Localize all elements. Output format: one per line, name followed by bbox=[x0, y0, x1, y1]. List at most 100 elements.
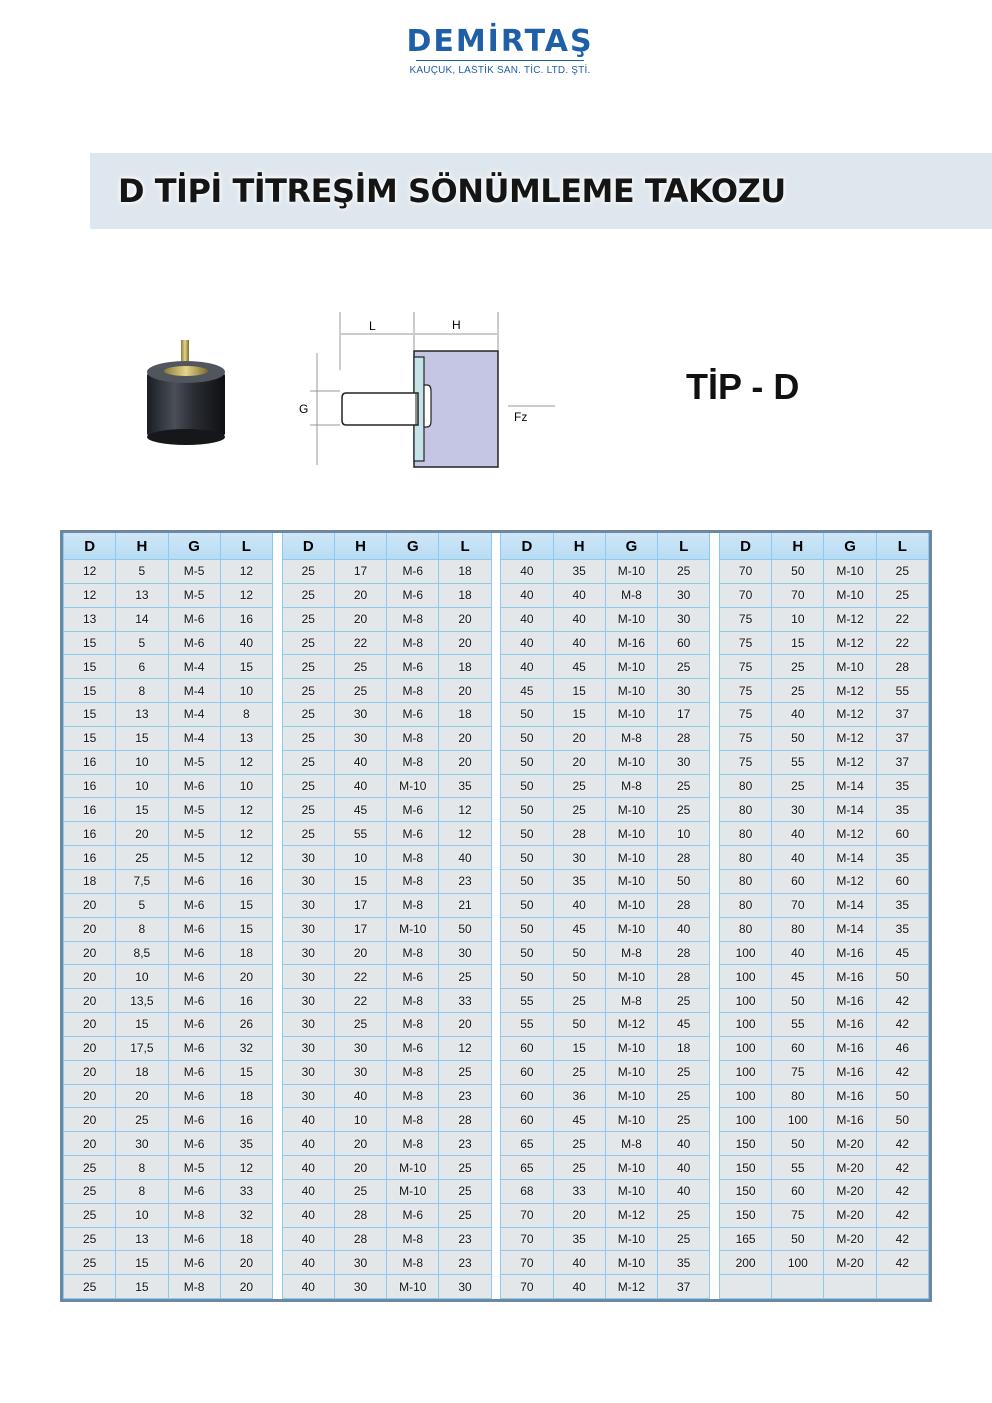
table-cell: 37 bbox=[875, 725, 929, 751]
table-cell: M-5 bbox=[167, 559, 221, 584]
table-cell: M-10 bbox=[386, 1274, 440, 1300]
table-cell: 80 bbox=[718, 868, 773, 894]
table-cell: 50 bbox=[771, 988, 825, 1014]
table-cell: 40 bbox=[500, 630, 554, 656]
table-cell: 20 bbox=[115, 1083, 169, 1109]
table-cell: M-12 bbox=[823, 678, 877, 704]
table-cell: 16 bbox=[219, 868, 274, 894]
table-cell bbox=[823, 1274, 877, 1300]
table-cell: 25 bbox=[333, 678, 388, 704]
table-cell: 55 bbox=[771, 1012, 825, 1037]
label-h: H bbox=[452, 318, 461, 332]
table-cell: 35 bbox=[552, 559, 606, 584]
table-cell: M-10 bbox=[604, 821, 659, 847]
table-cell: 20 bbox=[438, 749, 492, 775]
table-cell: 20 bbox=[438, 725, 492, 751]
table-cell: M-8 bbox=[386, 1059, 440, 1085]
table-cell: M-5 bbox=[167, 797, 221, 823]
table-cell: 23 bbox=[438, 1083, 492, 1109]
table-cell: 32 bbox=[219, 1035, 274, 1061]
table-cell: M-6 bbox=[386, 559, 440, 584]
table-cell: 25 bbox=[281, 797, 335, 823]
table-cell: 20 bbox=[62, 1012, 117, 1037]
table-cell: 70 bbox=[500, 1226, 554, 1252]
table-cell: 28 bbox=[438, 1107, 492, 1133]
table-cell: 60 bbox=[500, 1083, 554, 1109]
table-cell: 45 bbox=[500, 678, 554, 704]
dimension-diagram: L H G Fz bbox=[299, 312, 555, 468]
table-cell: 20 bbox=[62, 1131, 117, 1157]
column-header: L bbox=[657, 533, 711, 560]
table-cell: M-12 bbox=[823, 821, 877, 847]
table-cell: 6 bbox=[115, 654, 169, 680]
table-cell: 25 bbox=[657, 797, 711, 823]
table-cell: M-10 bbox=[604, 1178, 659, 1204]
table-cell: M-6 bbox=[167, 916, 221, 942]
table-cell: 17 bbox=[657, 702, 711, 727]
table-cell: 12 bbox=[219, 845, 274, 870]
table-cell: 22 bbox=[333, 630, 388, 656]
table-cell: 25 bbox=[438, 964, 492, 990]
table-cell: 25 bbox=[657, 1202, 711, 1228]
table-cell: 25 bbox=[333, 654, 388, 680]
table-cell: 10 bbox=[115, 773, 169, 799]
table-cell: 45 bbox=[552, 1107, 606, 1133]
table-cell: 16 bbox=[219, 1107, 274, 1133]
table-cell: 40 bbox=[281, 1107, 335, 1133]
type-label: TİP - D bbox=[686, 366, 800, 407]
table-cell: 50 bbox=[500, 845, 554, 870]
table-cell: M-6 bbox=[167, 1083, 221, 1109]
table-cell: 55 bbox=[500, 1012, 554, 1037]
table-cell: 30 bbox=[281, 892, 335, 918]
table-cell: 18 bbox=[219, 1083, 274, 1109]
table-cell: 75 bbox=[718, 654, 773, 680]
table-cell: M-10 bbox=[386, 916, 440, 942]
column-header: G bbox=[823, 533, 877, 560]
table-cell: M-12 bbox=[823, 606, 877, 632]
table-cell: 50 bbox=[500, 892, 554, 918]
table-cell: 20 bbox=[62, 964, 117, 990]
table-cell: M-6 bbox=[386, 964, 440, 990]
table-cell: 5 bbox=[115, 630, 169, 656]
table-cell: 25 bbox=[438, 1202, 492, 1228]
table-cell: 20 bbox=[62, 1107, 117, 1133]
table-cell: 28 bbox=[657, 892, 711, 918]
table-cell: 70 bbox=[718, 582, 773, 608]
table-cell: 150 bbox=[718, 1202, 773, 1228]
column-header: H bbox=[115, 533, 169, 560]
table-cell: 15 bbox=[552, 678, 606, 704]
table-cell: 30 bbox=[281, 1035, 335, 1061]
table-cell: 50 bbox=[771, 725, 825, 751]
table-cell: M-10 bbox=[604, 868, 659, 894]
table-cell: 70 bbox=[500, 1202, 554, 1228]
table-cell: 60 bbox=[875, 821, 929, 847]
